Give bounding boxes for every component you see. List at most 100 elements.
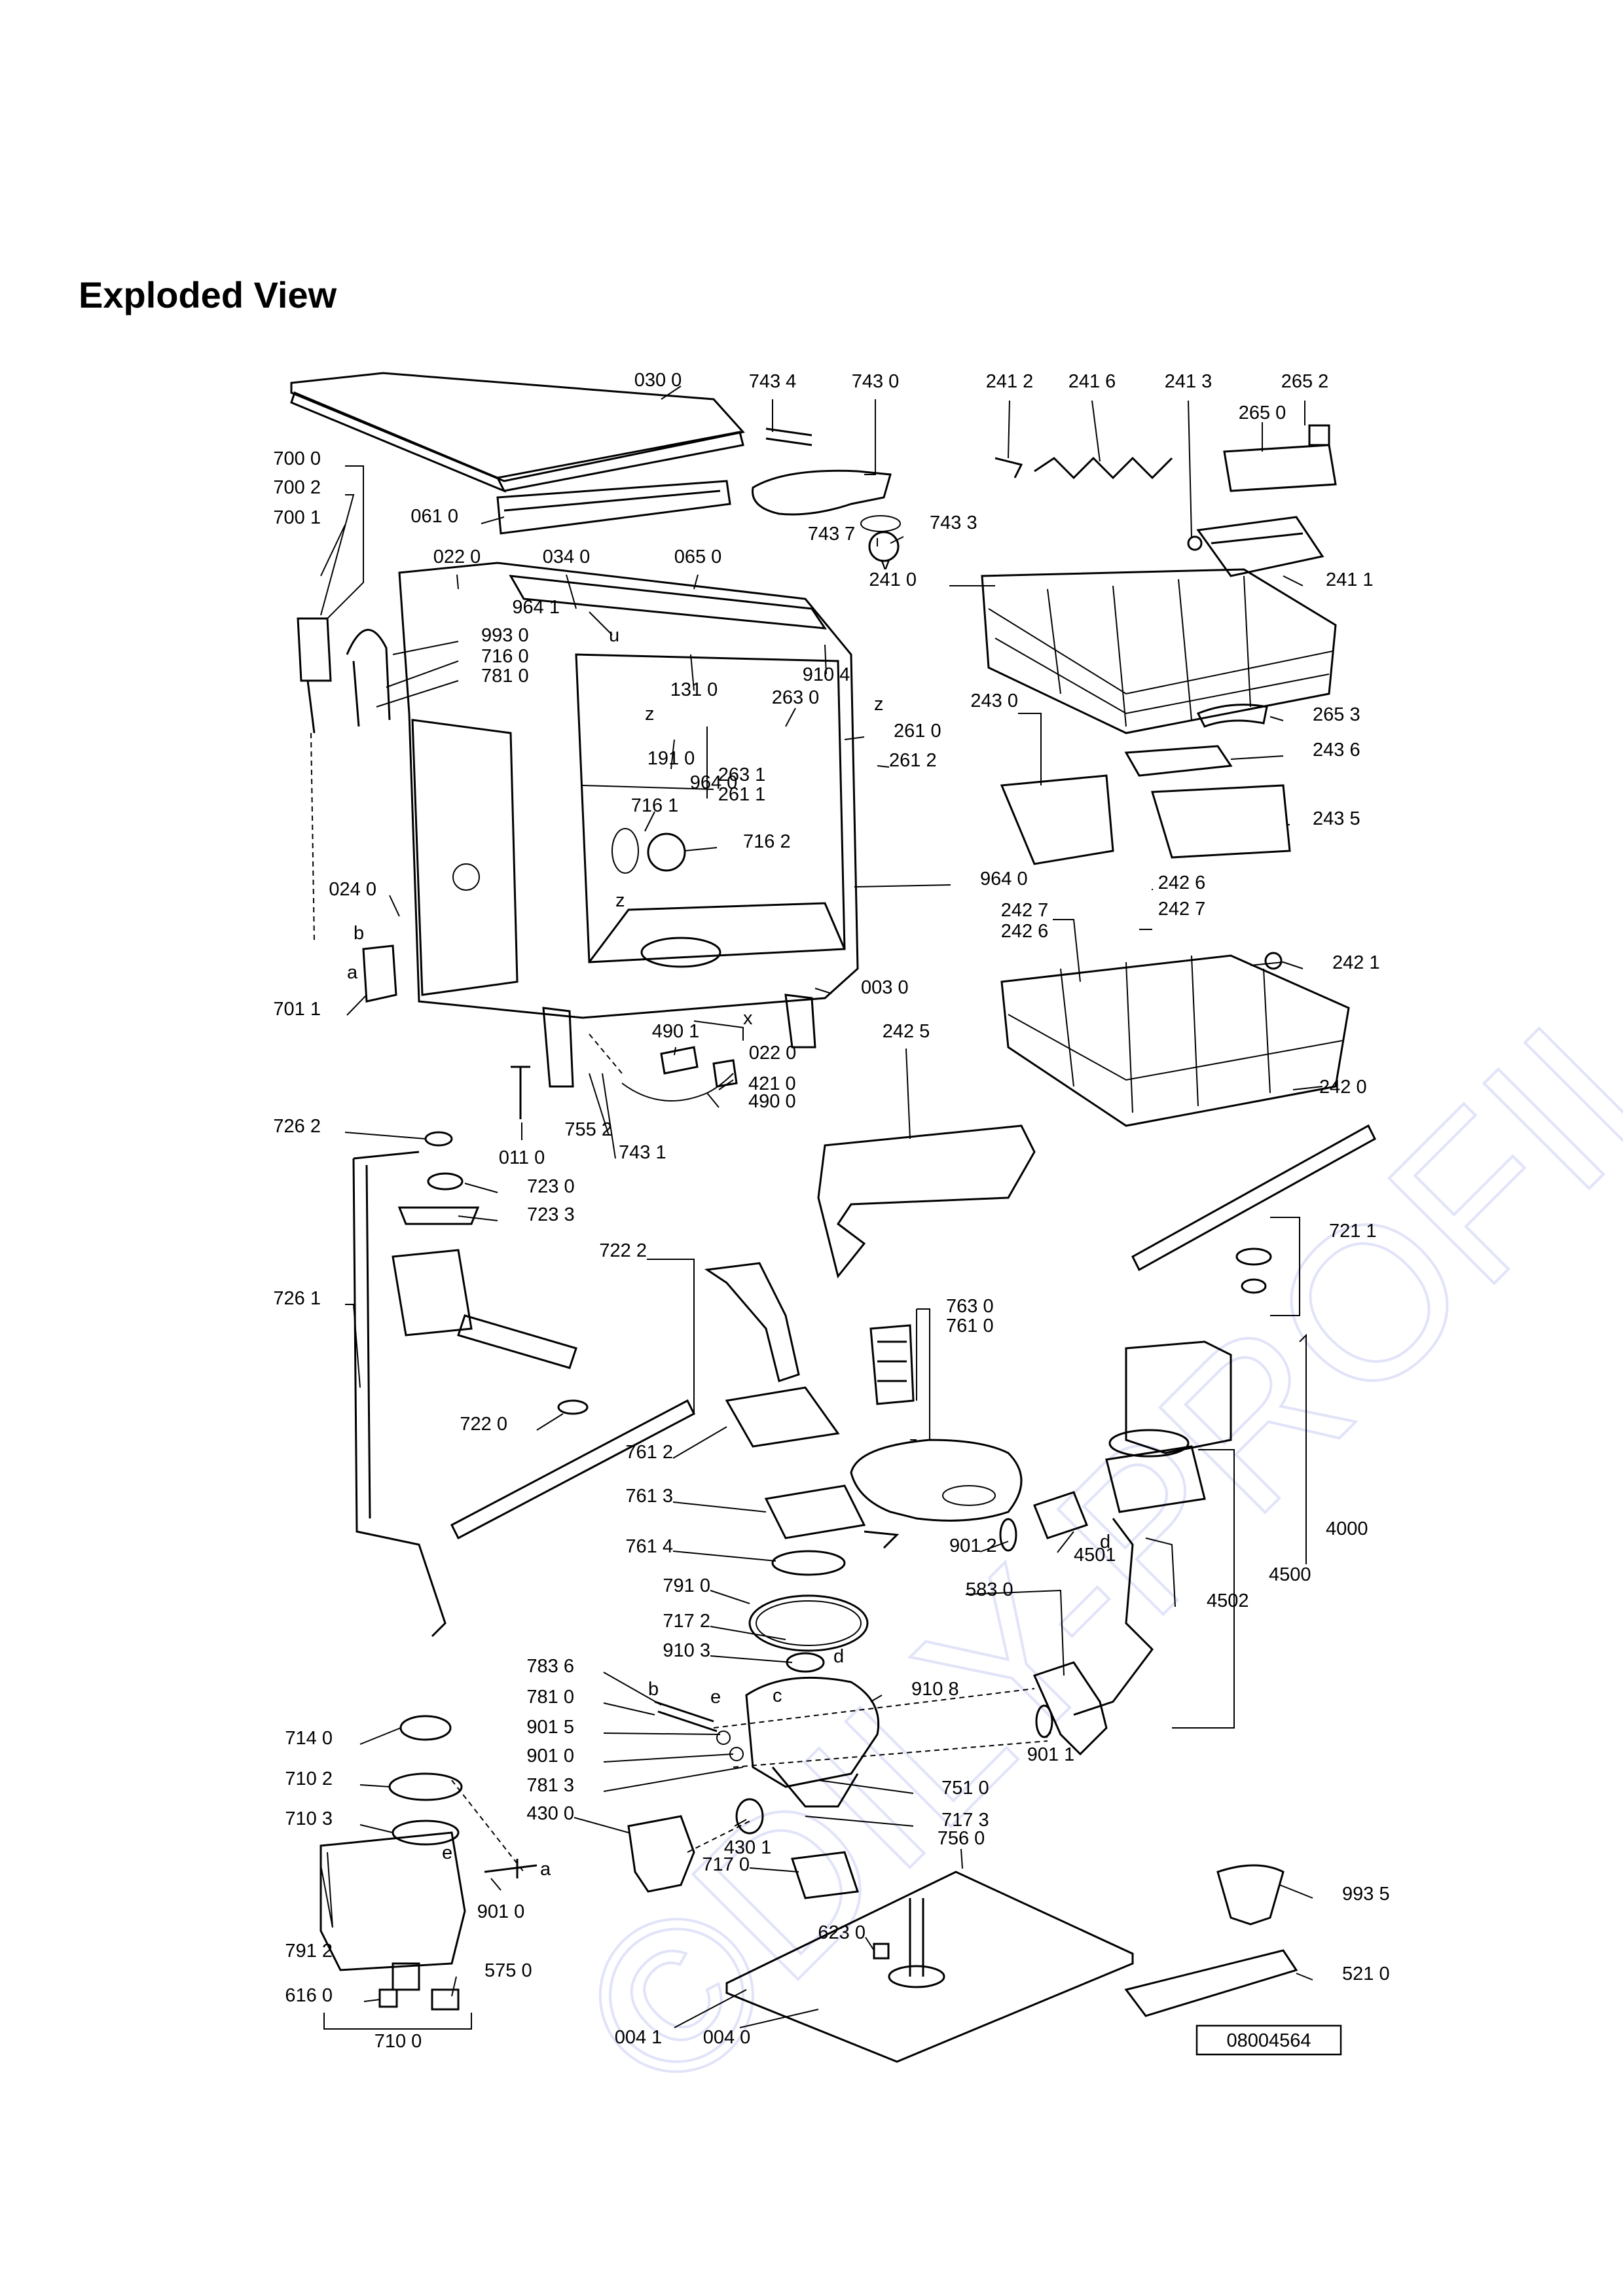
part-label-5750: 575 0 [484,1960,532,1981]
part-label-2420: 242 0 [1319,1077,1367,1098]
part-label-7437: 743 7 [808,524,856,545]
lower-basket-part [1000,954,1350,1127]
part-label-4900: 490 0 [748,1091,796,1112]
assembly-letter-ltr-z2: z [874,694,884,715]
part-label-4901: 490 1 [652,1021,700,1042]
part-label-9011: 901 1 [1027,1744,1075,1765]
worktop-part [290,372,745,493]
assembly-letter-ltr-x1: x [743,1008,753,1029]
part-label-1910: 191 0 [647,748,695,769]
part-label-4300: 430 0 [526,1803,574,1824]
pump-gasket-part [771,1550,846,1576]
part-label-6160: 616 0 [285,1985,333,2006]
base-pan-part [725,1871,1134,2063]
watermark: ©DILY-PROFIL.cz [534,742,1623,2137]
spray-pipe-part [352,1151,447,1638]
spray-holder-part [647,833,686,872]
part-label-7000: 700 0 [273,448,321,469]
valve-block-part [392,1962,420,1991]
foot-screw-part [511,1066,530,1119]
handle-part [1196,704,1268,728]
connector-part [712,1059,738,1088]
tub-left-leg [542,1007,574,1088]
assembly-letter-ltr-z1: z [645,704,655,725]
fine-filter-part [850,1439,1023,1522]
lower-spray-arm-part [1131,1124,1376,1272]
part-label-9640b: 964 0 [980,869,1028,889]
tub-sump-hole [640,937,721,968]
wheel-part [1264,952,1283,970]
funnel-part [1216,1864,1285,1926]
parts-art [290,372,1376,2063]
front-strip-part [496,480,731,535]
part-label-7560: 756 0 [938,1828,985,1849]
part-label-7810b: 781 0 [526,1687,574,1708]
assembly-dashes [310,732,1048,1873]
cup-rack-part [1196,516,1324,577]
part-label-2430: 243 0 [970,691,1018,711]
part-label-0030: 003 0 [861,977,909,998]
float-disc-part [888,1965,945,1988]
drain-pump-part [627,1815,695,1893]
assembly-letter-ltr-e2: e [442,1842,452,1863]
part-label-7912: 791 2 [285,1941,333,1962]
assembly-letter-ltr-a2: a [540,1859,551,1880]
seal-part [397,1206,480,1225]
part-label-7431: 743 1 [619,1142,666,1163]
pipe-connector-part [392,1249,473,1336]
hub-part-c [1241,1278,1267,1294]
spacer-part [873,1943,890,1960]
washer-part [860,515,901,532]
nut-part-a [424,1131,453,1147]
part-label-2612: 261 2 [889,750,937,771]
part-label-2427a: 242 7 [1001,900,1049,921]
assembly-letter-ltr-d2: d [833,1646,844,1667]
part-label-4210: 421 0 [748,1073,796,1094]
part-label-5830: 583 0 [966,1579,1013,1600]
cover-plate-part [752,469,892,516]
upper-basket-part [981,568,1337,734]
tub-frame [398,562,859,1019]
supply-pipe-part [704,1262,800,1382]
pressure-chamber-part [790,1851,860,1899]
part-label-7001: 700 1 [273,507,321,528]
tub-top-rim [509,575,828,630]
part-label-7211: 721 1 [1329,1221,1377,1242]
part-label-7102: 710 2 [285,1768,333,1789]
drain-hose-part [1032,1661,1108,1756]
document-code: 08004564 [1226,2030,1311,2051]
part-label-4502: 4502 [1207,1590,1249,1611]
part-label-7100: 710 0 [374,2031,422,2052]
part-label-7813: 781 3 [526,1775,574,1796]
pin-part [765,427,812,446]
part-label-7002: 700 2 [273,477,321,498]
part-label-2630: 263 0 [772,687,820,708]
assembly-letter-ltr-a1: a [347,962,358,983]
part-label-7172: 717 2 [663,1611,710,1632]
tub-floor [588,902,846,963]
part-label-6230: 623 0 [818,1922,866,1943]
part-label-7222: 722 2 [599,1240,647,1261]
part-label-2410: 241 0 [869,569,917,590]
part-label-7233: 723 3 [527,1204,575,1225]
part-label-2610: 261 0 [894,721,941,742]
part-label-0340: 034 0 [543,547,591,567]
bracket-part [362,944,397,1003]
part-label-2436: 243 6 [1313,740,1360,761]
assembly-letter-ltr-b2: b [648,1679,659,1700]
assembly-letter-ltr-e1: e [710,1687,721,1708]
part-label-7162: 716 2 [743,831,791,852]
assembly-letter-ltr-v: v [881,553,890,574]
part-label-2413: 241 3 [1165,371,1213,392]
control-panel-part [1124,1949,1298,2017]
part-label-7161: 716 1 [631,795,679,816]
part-label-2411: 241 1 [1326,569,1374,590]
assembly-letter-ltr-z3: z [615,890,625,911]
nut-part-b [427,1172,464,1191]
part-label-7810a: 781 0 [481,666,529,687]
part-label-7220: 722 0 [460,1414,507,1435]
part-label-2650: 265 0 [1239,403,1286,423]
inlet-valve-part [297,617,332,734]
hose-loop-part [346,628,391,727]
